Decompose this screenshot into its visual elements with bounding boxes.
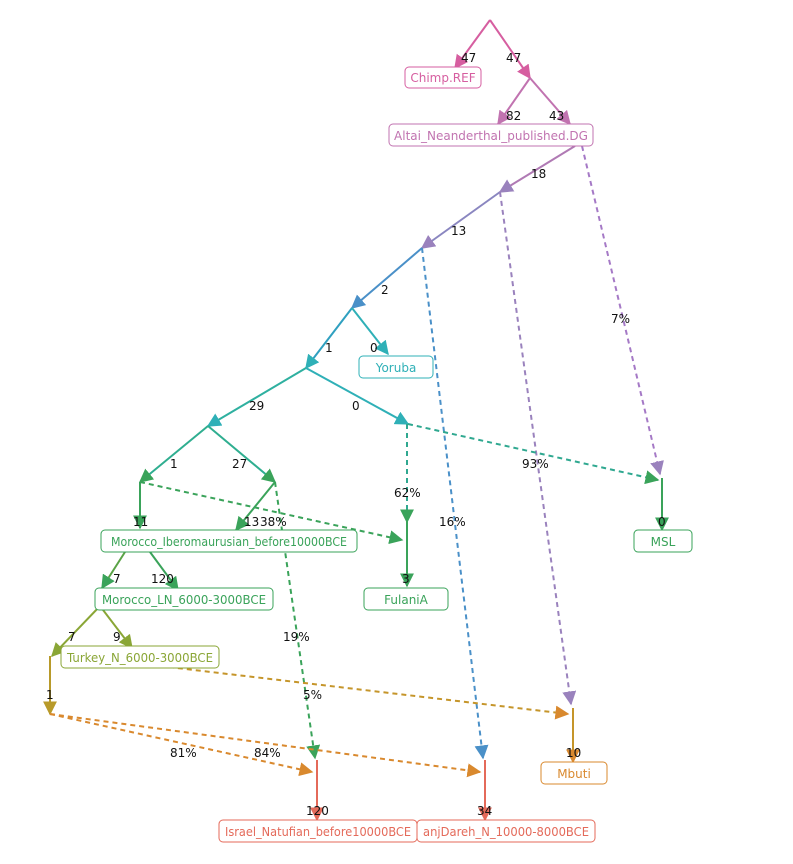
svg-text:Morocco_Iberomaurusian_before1: Morocco_Iberomaurusian_before10000BCE [111, 535, 347, 549]
edge-label: 5% [303, 688, 322, 702]
edge-label: 27 [232, 457, 247, 471]
mix-r4-ganj [421, 247, 489, 760]
edge-label: 0 [370, 341, 378, 355]
edge-label: 84% [254, 746, 281, 760]
edge-r1-altai [529, 77, 571, 126]
node-yoruba[interactable]: Yoruba [358, 355, 434, 379]
edge-label: 7% [611, 312, 630, 326]
edge-label: 9 [113, 630, 121, 644]
mix-r8-msl [407, 423, 660, 485]
node-fulani[interactable]: FulaniA [363, 587, 449, 611]
edge-label: 81% [170, 746, 197, 760]
edge-label: 19% [283, 630, 310, 644]
mix-r3-mbuti [499, 191, 577, 706]
edge-r7-r10 [207, 425, 277, 483]
edge-label: 82 [506, 109, 521, 123]
edge-label: 0 [352, 399, 360, 413]
mix-s-natufian [49, 713, 314, 777]
edge-label: 16% [439, 515, 466, 529]
population-nodes: Chimp.REF Altai_Neanderthal_published.DG… [60, 66, 693, 843]
svg-text:Mbuti: Mbuti [557, 767, 591, 781]
svg-text:FulaniA: FulaniA [384, 593, 428, 607]
edge-label: 120 [151, 572, 174, 586]
edge-label: 120 [306, 804, 329, 818]
edge-r3-r4 [420, 191, 501, 249]
edge-label: 13 [451, 224, 466, 238]
edge-r6-r8 [305, 367, 410, 425]
mix-turkey-mbuti [159, 665, 570, 720]
edge-label: 1 [46, 688, 54, 702]
edge-ibero-ln2 [149, 551, 179, 592]
edge-ln-turkey [99, 605, 133, 650]
edge-label: 11 [133, 515, 148, 529]
node-israel-natufian[interactable]: Israel_Natufian_before10000BCE [218, 819, 418, 843]
mix-altai-msl [581, 145, 664, 476]
svg-text:Altai_Neanderthal_published.DG: Altai_Neanderthal_published.DG [394, 129, 588, 143]
node-ganjdareh[interactable]: anjDareh_N_10000-8000BCE [416, 819, 596, 843]
edge-label: 13 [244, 515, 259, 529]
edge-label: 18 [531, 167, 546, 181]
svg-text:MSL: MSL [651, 535, 676, 549]
edge-r4-r5 [350, 247, 423, 309]
edge-r7-r9 [138, 425, 209, 483]
edge-label: 1 [325, 341, 333, 355]
edge-r6-r7 [206, 367, 307, 427]
node-turkey[interactable]: Turkey_N_6000-3000BCE [60, 645, 220, 669]
edge-label: 34 [477, 804, 492, 818]
node-mbuti[interactable]: Mbuti [540, 761, 608, 785]
mix-r10-natufian [274, 481, 321, 760]
svg-text:Turkey_N_6000-3000BCE: Turkey_N_6000-3000BCE [66, 651, 213, 665]
edge-label: 2 [381, 283, 389, 297]
svg-text:Yoruba: Yoruba [375, 361, 417, 375]
edge-r1-r2 [497, 77, 531, 126]
edge-ibero-ln [101, 551, 126, 590]
edge-r2-r3 [498, 145, 576, 193]
node-morocco-iberomaurusian[interactable]: Morocco_Iberomaurusian_before10000BCE [100, 529, 358, 553]
tree-edges [43, 19, 669, 822]
edge-r10-ibero [235, 481, 276, 532]
edge-label: 3 [402, 572, 410, 586]
edge-label: 0 [658, 515, 666, 529]
edge-label: 43 [549, 109, 564, 123]
edge-r5-yoruba [351, 307, 389, 356]
edge-label: 1 [170, 457, 178, 471]
edge-label: 38% [260, 515, 287, 529]
edge-label: 47 [506, 51, 521, 65]
edge-labels: 47 47 82 43 18 13 2 1 0 29 0 1 27 11 13 … [46, 51, 666, 818]
svg-text:anjDareh_N_10000-8000BCE: anjDareh_N_10000-8000BCE [423, 825, 589, 839]
edge-label: 29 [249, 399, 264, 413]
admixture-edges [49, 145, 664, 778]
edge-label: 47 [461, 51, 476, 65]
node-altai[interactable]: Altai_Neanderthal_published.DG [388, 123, 594, 147]
node-msl[interactable]: MSL [633, 529, 693, 553]
edge-label: 93% [522, 457, 549, 471]
node-chimp[interactable]: Chimp.REF [404, 66, 482, 89]
mix-s-ganj [49, 713, 482, 778]
node-morocco-ln[interactable]: Morocco_LN_6000-3000BCE [94, 587, 274, 611]
edge-label: 7 [113, 572, 121, 586]
svg-text:Chimp.REF: Chimp.REF [410, 71, 475, 85]
edge-root-chimp [454, 19, 491, 70]
svg-text:Morocco_LN_6000-3000BCE: Morocco_LN_6000-3000BCE [102, 593, 266, 607]
edge-root-r1 [489, 19, 531, 80]
edge-ln-t [51, 605, 101, 658]
edge-label: 10 [566, 746, 581, 760]
svg-text:Israel_Natufian_before10000BCE: Israel_Natufian_before10000BCE [225, 825, 411, 839]
edge-r5-r6 [305, 307, 353, 370]
edge-label: 7 [68, 630, 76, 644]
edge-label: 62% [394, 486, 421, 500]
